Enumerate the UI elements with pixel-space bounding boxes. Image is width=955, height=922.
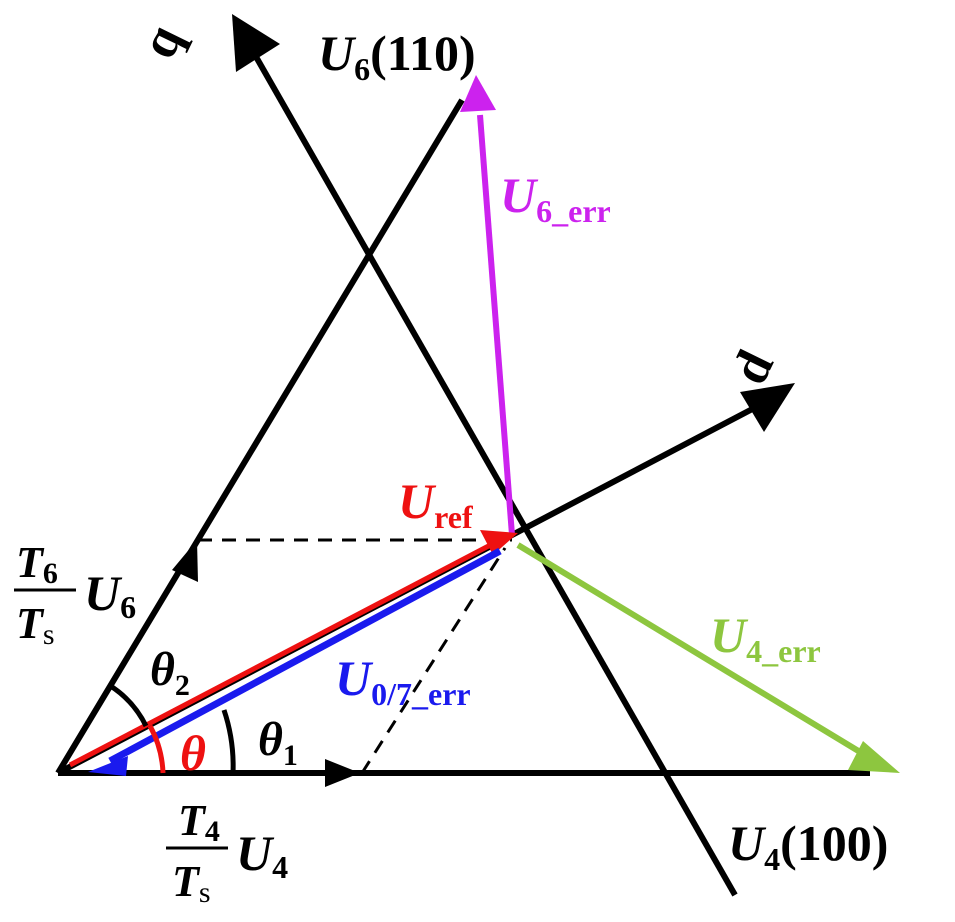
svg-text:Ts: Ts [172, 857, 211, 909]
vector-u6-line [55, 98, 465, 775]
svg-text:U4: U4 [236, 825, 288, 885]
theta2-arc [107, 682, 149, 728]
u6-vector-label: U6(110) [318, 25, 476, 87]
theta2-label: θ2 [150, 643, 190, 702]
u4-err-vector [516, 542, 872, 761]
u07-err-vector [108, 547, 502, 765]
theta1-label: θ1 [258, 713, 298, 772]
q-axis-line [252, 53, 738, 897]
d-axis-label: d [721, 342, 785, 393]
theta-label: θ [180, 725, 206, 781]
projection-dashed-diagonal [360, 547, 507, 774]
u6-err-vector [477, 114, 515, 536]
t4-over-ts-u4-label: T4 Ts U4 [166, 796, 288, 909]
svg-text:T6: T6 [16, 538, 58, 590]
theta1-arc [221, 709, 236, 774]
u4-err-label: U4_err [710, 607, 821, 669]
uref-label: Uref [398, 473, 473, 535]
q-axis-arrowhead [232, 14, 280, 72]
t6-component-arrowhead [172, 540, 198, 582]
svg-text:U6: U6 [84, 565, 136, 625]
u6-err-arrowhead [460, 75, 496, 112]
svg-text:Ts: Ts [16, 599, 55, 651]
uref-vector [68, 537, 502, 768]
u4-vector-label: U4(100) [728, 815, 888, 877]
u07-err-arrowhead [88, 756, 128, 776]
d-axis-arrowhead [740, 383, 795, 432]
q-axis-label: q [130, 16, 194, 67]
t4-component-arrowhead [325, 759, 360, 787]
u6-err-label: U6_err [500, 167, 611, 229]
u07-err-label: U0/7_err [335, 650, 471, 712]
svg-text:T4: T4 [178, 796, 220, 848]
t6-over-ts-u6-label: T6 Ts U6 [14, 538, 136, 651]
u4-err-arrowhead [848, 741, 900, 773]
uref-arrowhead [480, 530, 518, 555]
theta-arc [147, 724, 166, 774]
